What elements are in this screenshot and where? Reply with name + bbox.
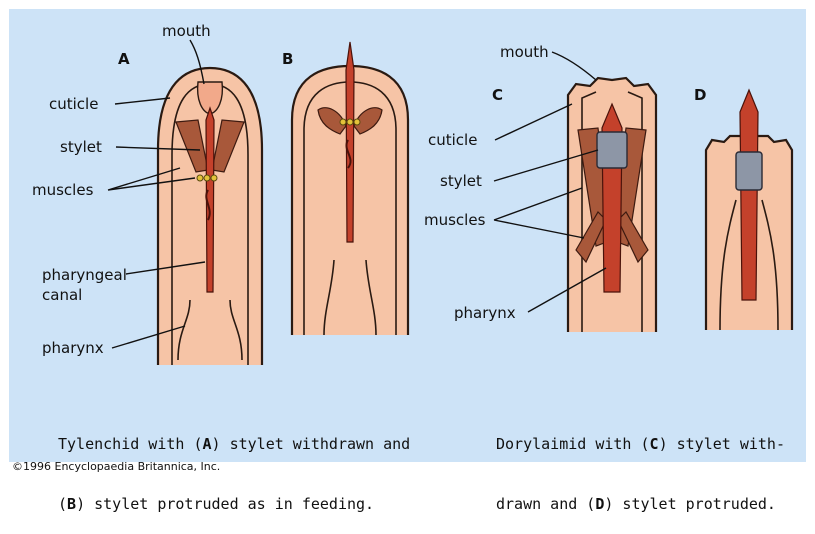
panel-letter-d: D (694, 86, 706, 104)
panel-letter-c: C (492, 86, 503, 104)
copyright-credit: ©1996 Encyclopaedia Britannica, Inc. (12, 460, 220, 473)
label-pharynx-right: pharynx (454, 304, 516, 322)
caption-left-line2: (B) stylet protruded as in feeding. (58, 494, 410, 514)
caption-right-line2: drawn and (D) stylet protruded. (496, 494, 785, 514)
leader-mouth-right (552, 52, 596, 80)
caption-right: Dorylaimid with (C) stylet with- drawn a… (496, 394, 785, 534)
label-cuticle-right: cuticle (428, 131, 477, 149)
stylet-sheath-c (597, 132, 627, 168)
figure-d (706, 90, 792, 330)
knob-b2 (347, 119, 353, 125)
label-pharynx-left: pharynx (42, 339, 104, 357)
knob-b1 (340, 119, 346, 125)
caption-left-line1: Tylenchid with (A) stylet withdrawn and (58, 434, 410, 454)
label-cuticle-left: cuticle (49, 95, 98, 113)
label-stylet-right: stylet (440, 172, 482, 190)
label-mouth-right: mouth (500, 43, 549, 61)
label-pharyngeal-left: pharyngeal (42, 266, 127, 284)
knob-a3 (211, 175, 217, 181)
label-mouth-left: mouth (162, 22, 211, 40)
leader-cuticle-right (495, 104, 572, 140)
caption-right-line1: Dorylaimid with (C) stylet with- (496, 434, 785, 454)
label-muscles-right: muscles (424, 211, 486, 229)
knob-b3 (354, 119, 360, 125)
label-canal-left: canal (42, 286, 82, 304)
leader-cuticle-left (115, 98, 170, 104)
knob-a1 (197, 175, 203, 181)
stylet-sheath-d (736, 152, 762, 190)
figure-a (158, 68, 262, 365)
figure-b (292, 42, 408, 335)
label-stylet-left: stylet (60, 138, 102, 156)
knob-a2 (204, 175, 210, 181)
panel-letter-a: A (118, 50, 130, 68)
stylet-d (740, 90, 758, 300)
panel-letter-b: B (282, 50, 293, 68)
label-muscles-left: muscles (32, 181, 94, 199)
figure-c (568, 78, 656, 332)
